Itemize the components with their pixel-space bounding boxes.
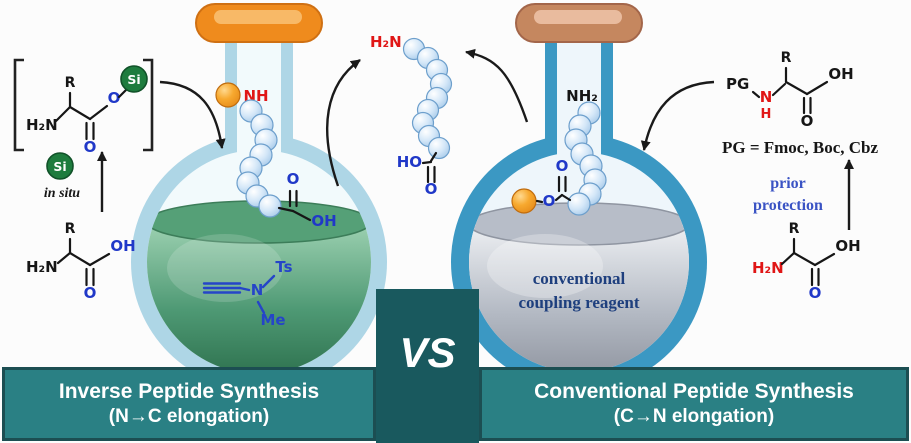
anchor-bead: [215, 82, 241, 108]
aa-r: R: [65, 221, 76, 237]
coupling-reagent-caption-2: coupling reagent: [518, 293, 639, 312]
banner-subtitle: (C→N elongation): [613, 406, 775, 428]
aa-oh: OH: [110, 237, 135, 255]
aa-r: R: [789, 221, 800, 237]
prior-protection-label: prior protection: [753, 175, 823, 214]
pg-amino-acid-structure: PG N H R O OH: [726, 50, 854, 130]
ester-carbonyl-o: O: [556, 157, 569, 175]
aa-o: O: [84, 284, 97, 302]
arrow-right-flask-to-product: [465, 48, 529, 123]
product-o: O: [425, 180, 438, 198]
ester-o: O: [543, 192, 556, 210]
chain-nh2-label: NH₂: [566, 87, 598, 105]
pg-n: N: [760, 88, 773, 106]
inverse-synthesis-banner: Inverse Peptide Synthesis (N→C elongatio…: [2, 367, 376, 441]
pg-o: O: [801, 112, 814, 130]
banner-title: Conventional Peptide Synthesis: [534, 380, 854, 403]
si-label: Si: [127, 72, 140, 87]
reagent-n: N: [251, 281, 264, 299]
anchor-bead: [511, 188, 537, 214]
silyl-r: R: [65, 75, 76, 91]
pg-label: PG: [726, 75, 749, 93]
aa-h2n: H₂N: [752, 259, 784, 277]
left-bracket: [13, 58, 24, 152]
arrow-silyl-into-left-flask: [159, 80, 226, 149]
left-amino-acid-structure: H₂N R O OH: [26, 221, 136, 302]
chain-oh: OH: [311, 212, 336, 230]
si-badge: [46, 152, 74, 180]
silyl-ester-o: O: [108, 89, 121, 107]
prior-label: prior: [770, 175, 806, 192]
arrow-left-flask-to-product: [326, 59, 361, 187]
banner-subtitle: (N→C elongation): [108, 406, 270, 428]
aa-o: O: [809, 284, 822, 302]
left-flask-peptide-chain: NH O OH: [215, 82, 337, 230]
arrow-pg-into-right-flask: [640, 80, 715, 151]
si-in-situ: Si in situ: [44, 152, 80, 201]
conventional-synthesis-banner: Conventional Peptide Synthesis (C→N elon…: [479, 367, 909, 441]
right-bracket: [143, 58, 154, 152]
reagent-ts: Ts: [275, 258, 292, 276]
pg-oh: OH: [828, 65, 853, 83]
chain-carbonyl-o: O: [287, 170, 300, 188]
in-situ-caption: in situ: [44, 186, 80, 201]
right-flask-peptide-chain: NH₂ O O: [511, 87, 607, 216]
si-label: Si: [53, 159, 66, 174]
ynamide-reagent: N Ts Me: [202, 258, 293, 329]
pg-r: R: [781, 50, 792, 66]
coupling-reagent-caption-1: conventional: [533, 269, 626, 288]
pg-definition-note: PG = Fmoc, Boc, Cbz: [722, 138, 879, 157]
left-flask-stopper-highlight: [214, 10, 302, 24]
aa-h2n: H₂N: [26, 258, 58, 276]
released-peptide-product: H₂N HO O: [370, 33, 453, 198]
product-h2n: H₂N: [370, 33, 402, 51]
banner-title: Inverse Peptide Synthesis: [58, 380, 320, 403]
vs-badge: VS: [376, 289, 479, 443]
right-amino-acid-structure: H₂N R O OH: [752, 221, 861, 302]
right-flask-stopper-highlight: [534, 10, 622, 24]
vs-label: VS: [399, 329, 456, 376]
silyl-ester-structure: H₂N R O O Si: [13, 58, 154, 156]
reagent-me: Me: [260, 311, 285, 329]
product-ho: HO: [397, 153, 422, 171]
silyl-carbonyl-o: O: [84, 138, 97, 156]
pg-nh: H: [761, 107, 772, 122]
right-flask-liquid: conventional coupling reagent: [469, 202, 689, 372]
silyl-h2n: H₂N: [26, 116, 58, 134]
si-badge: [120, 65, 148, 93]
protection-label: protection: [753, 197, 823, 214]
aa-oh: OH: [835, 237, 860, 255]
